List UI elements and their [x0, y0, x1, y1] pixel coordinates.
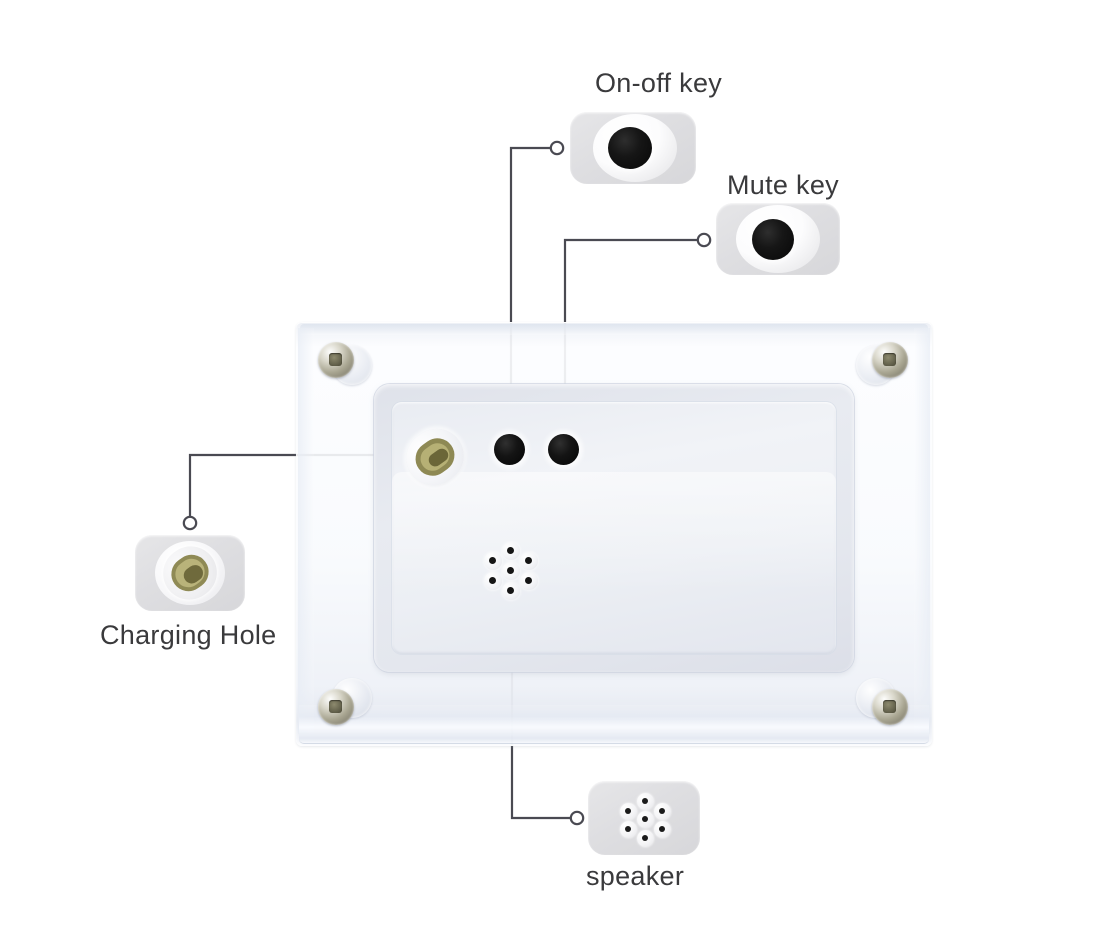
label-on-off-key: On-off key — [595, 68, 723, 98]
callout-chip-speaker — [588, 781, 700, 855]
panel-sheen — [392, 472, 836, 592]
device-back-panel — [296, 322, 932, 746]
callout-chip-charging-hole — [135, 535, 245, 611]
leader-dot-speaker — [569, 810, 585, 826]
screw-top-right — [852, 340, 910, 390]
acrylic-bottom-edge — [299, 705, 929, 744]
usb-c-port-icon — [152, 536, 228, 610]
screw-bottom-right — [852, 678, 910, 728]
screw-head — [872, 689, 908, 725]
label-mute-key: Mute key — [727, 170, 839, 200]
usb-c-outer-ring — [164, 548, 216, 598]
acrylic-top-edge — [300, 324, 928, 335]
round-button-hole-icon — [752, 219, 794, 260]
leader-dot-charging-hole — [182, 515, 198, 531]
acrylic-right-edge — [914, 328, 930, 734]
usb-c-outer-ring — [408, 431, 462, 483]
label-charging-hole: Charging Hole — [100, 620, 277, 650]
screw-head — [318, 342, 354, 378]
screw-bottom-left — [318, 678, 376, 728]
usb-c-inner-slot — [426, 446, 451, 469]
acrylic-left-edge — [298, 328, 314, 734]
callout-chip-mute-key — [716, 203, 840, 275]
screw-head — [872, 342, 908, 378]
usb-c-inner-slot — [180, 561, 207, 587]
round-button-hole-icon — [608, 127, 652, 169]
speaker-grille — [484, 542, 538, 600]
callout-chip-on-off-key — [570, 112, 696, 184]
screw-top-left — [318, 340, 376, 390]
leader-dot-mute-key — [696, 232, 712, 248]
screw-head — [318, 689, 354, 725]
label-speaker: speaker — [586, 861, 685, 891]
speaker-grille-icon — [619, 793, 671, 847]
on-off-button-hole — [494, 434, 525, 465]
mute-button-hole — [548, 434, 579, 465]
leader-dot-on-off-key — [549, 140, 565, 156]
